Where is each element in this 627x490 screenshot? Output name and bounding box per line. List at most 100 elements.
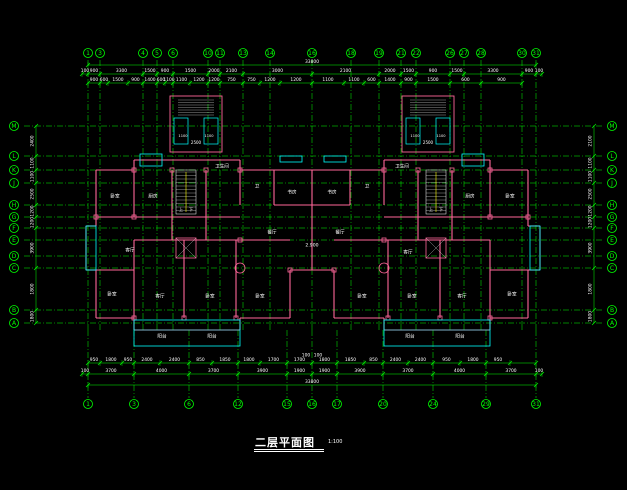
stair-down: 下 [189, 207, 193, 212]
axis-bubble-left [9, 151, 19, 161]
axis-label-bottom: 24 [429, 401, 437, 408]
window [279, 155, 303, 163]
column [487, 214, 493, 220]
axis-bubble-right [607, 235, 617, 245]
axis-label-bottom: 29 [482, 401, 490, 408]
axis-label-right: C [610, 265, 614, 272]
room-labels: 卧室厨房卫生间客厅卧室客厅卧室卧室阳台阳台卫书房餐厅2.900卧室厨房卫生间客厅… [107, 163, 517, 340]
dim-left-text: 1100 [30, 157, 36, 168]
room-label: 客厅 [125, 247, 135, 254]
axis-label-right: E [610, 237, 614, 244]
axis-bubble-bottom [307, 399, 317, 409]
stair-dim: 2500 [191, 140, 202, 145]
axis-label-top: 26 [446, 50, 454, 57]
room-label: 阳台 [455, 333, 465, 340]
axis-bubble-left [9, 200, 19, 210]
dim-top-2-text: 1100 [163, 77, 174, 83]
dim-right-text: 3900 [588, 242, 594, 253]
dim-top-1-text: 3300 [116, 68, 127, 74]
dim-right-text: 1100 [588, 171, 594, 182]
column [203, 167, 209, 173]
axis-label-top: 3 [98, 50, 102, 57]
dim-top-2-text: 900 [404, 77, 413, 83]
axis-bubble-left [9, 121, 19, 131]
room-label: 阳台 [405, 333, 415, 340]
room-label: 书房 [327, 189, 337, 196]
stair-window [405, 117, 421, 145]
axis-bubble-bottom [129, 399, 139, 409]
axis-label-bottom: 15 [283, 401, 291, 408]
dim-top-1-text: 100 [535, 68, 544, 74]
axis-bubble-bottom [481, 399, 491, 409]
room-label: 客厅 [155, 293, 165, 300]
elevator [175, 237, 197, 259]
column [525, 214, 531, 220]
title-underline-2 [254, 451, 324, 452]
dim-bottom-2-text: 1900 [319, 368, 330, 374]
axis-bubble-left [9, 305, 19, 315]
column [487, 167, 493, 173]
dim-bottom-1-text: 2400 [141, 357, 152, 363]
dim-top-2-text: 1400 [384, 77, 395, 83]
axis-label-top: 10 [204, 50, 212, 57]
dim-bottom-1-text: 2400 [390, 357, 401, 363]
axis-bubble-top [152, 48, 162, 58]
dim-bottom-2-text: 3900 [354, 368, 365, 374]
dim-bottom-1-text: 850 [196, 357, 205, 363]
column [331, 267, 337, 273]
axis-bubble-top [83, 48, 93, 58]
dim-top-2-text: 1400 [144, 77, 155, 83]
dim-right-tick [591, 180, 597, 186]
axis-label-right: D [610, 253, 615, 260]
axis-label-top: 14 [266, 50, 274, 57]
dim-bottom-1-text: 1700 [294, 357, 305, 363]
axis-bubble-bottom [332, 399, 342, 409]
stair-shaft [169, 95, 223, 153]
dim-top-2-text: 1500 [112, 77, 123, 83]
elevator [425, 237, 447, 259]
axis-label-bottom: 16 [308, 401, 316, 408]
axis-label-top: 21 [397, 50, 405, 57]
dim-top-2-text: 750 [247, 77, 256, 83]
axis-bubble-top [374, 48, 384, 58]
room-label: 卧室 [110, 193, 120, 200]
stair-window [203, 117, 219, 145]
axis-label-top: 11 [216, 50, 224, 57]
room-label: 卧室 [407, 293, 417, 300]
axis-bubble-right [607, 251, 617, 261]
axis-bubble-top [411, 48, 421, 58]
axis-bubble-top [138, 48, 148, 58]
dim-left-tick [33, 153, 39, 159]
dim-top-total-text: 33800 [305, 59, 319, 65]
dim-top-1-text: 3300 [487, 68, 498, 74]
dim-right-tick [591, 320, 597, 326]
dim-right-text: 1200 [588, 217, 594, 228]
axis-bubble-top [238, 48, 248, 58]
axis-label-left: K [12, 167, 17, 174]
axis-bubble-right [607, 318, 617, 328]
window [85, 225, 97, 271]
dim-left-text: 1800 [30, 283, 36, 294]
window [529, 225, 541, 271]
axis-bubble-bottom [531, 399, 541, 409]
dim-right-tick [591, 202, 597, 208]
axis-bubble-top [203, 48, 213, 58]
dim-bottom-2-text: 3700 [402, 368, 413, 374]
axis-label-left: C [12, 265, 16, 272]
stair-run [425, 169, 447, 215]
axis-label-top: 18 [347, 50, 355, 57]
room-label: 卧室 [205, 293, 215, 300]
column-round [234, 262, 246, 274]
dim-bottom-1-text: 950 [494, 357, 503, 363]
room-label: 卫生间 [215, 163, 229, 170]
dim-right-text: 1100 [588, 157, 594, 168]
room-label: 书房 [287, 189, 297, 196]
axis-bubble-top [265, 48, 275, 58]
axis-label-bottom: 6 [187, 401, 191, 408]
column [381, 167, 387, 173]
axis-bubble-right [607, 151, 617, 161]
stair-up: 上 [179, 206, 183, 212]
dim-left-text: 3900 [30, 242, 36, 253]
axis-label-left: H [12, 202, 17, 209]
